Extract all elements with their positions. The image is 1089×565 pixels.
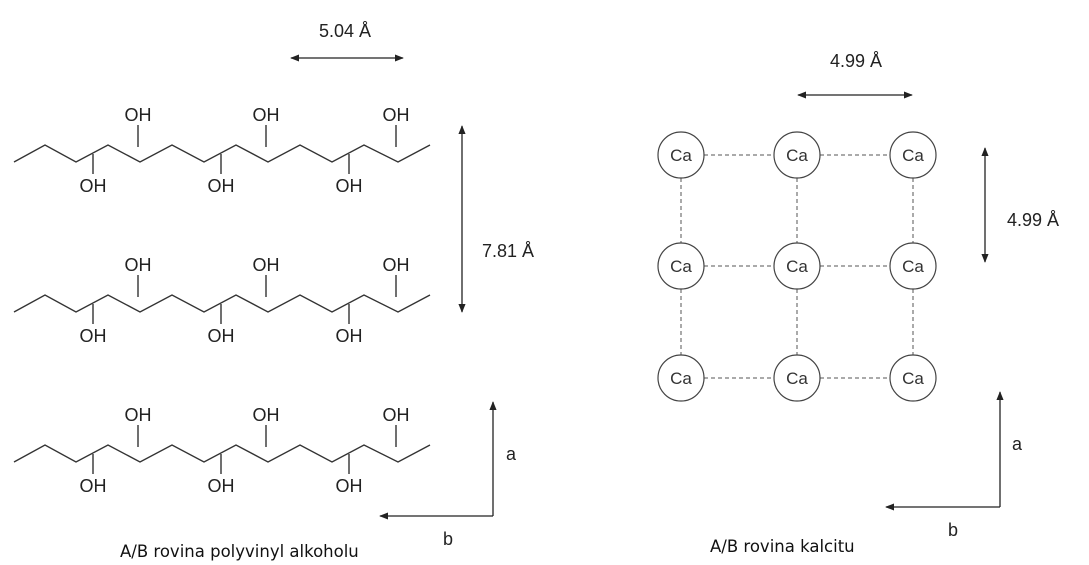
pva-b-spacing-label: 5.04 Å xyxy=(319,21,371,41)
oh-label: OH xyxy=(125,105,152,125)
pva-caption: A/B rovina polyvinyl alkoholu xyxy=(120,542,359,561)
ca-atom xyxy=(773,354,821,402)
oh-label: OH xyxy=(208,176,235,196)
pva-backbone xyxy=(13,444,431,463)
ca-atom xyxy=(889,242,937,290)
ca-atom xyxy=(773,242,821,290)
ca-atom xyxy=(657,242,705,290)
oh-label: OH xyxy=(253,105,280,125)
pva-chains: OH OH OH OH OH OH OH OH OH OH OH OH OH OH OH OH OH OH xyxy=(13,105,431,496)
ca-atom-label: Ca xyxy=(670,369,692,388)
pva-panel: OH OH OH OH OH OH OH OH OH OH OH OH OH OH OH OH OH OH 5.0… xyxy=(13,21,534,561)
oh-label: OH xyxy=(253,405,280,425)
oh-label: OH xyxy=(336,476,363,496)
oh-label: OH xyxy=(208,326,235,346)
oh-label: OH xyxy=(80,476,107,496)
pva-backbone xyxy=(13,294,431,313)
oh-label: OH xyxy=(80,176,107,196)
ca-atom-label: Ca xyxy=(902,146,924,165)
ca-atom-label: Ca xyxy=(902,257,924,276)
oh-label: OH xyxy=(125,255,152,275)
oh-label: OH xyxy=(336,326,363,346)
pva-backbone xyxy=(13,144,431,163)
ca-atom-label: Ca xyxy=(786,369,808,388)
oh-label: OH xyxy=(383,405,410,425)
oh-label: OH xyxy=(80,326,107,346)
ca-atom-label: Ca xyxy=(670,257,692,276)
pva-axis-b-label: b xyxy=(443,529,453,549)
ca-atom-label: Ca xyxy=(902,369,924,388)
oh-label: OH xyxy=(125,405,152,425)
ca-atom-label: Ca xyxy=(670,146,692,165)
ca-atom xyxy=(889,131,937,179)
ca-atom xyxy=(773,131,821,179)
ca-atom xyxy=(657,354,705,402)
oh-label: OH xyxy=(253,255,280,275)
oh-label: OH xyxy=(208,476,235,496)
oh-label: OH xyxy=(336,176,363,196)
calcite-axis-a-label: a xyxy=(1012,434,1023,454)
oh-label: OH xyxy=(383,105,410,125)
ca-atom-label: Ca xyxy=(786,257,808,276)
calcite-axis-b-label: b xyxy=(948,520,958,540)
pva-axis-a-label: a xyxy=(506,444,517,464)
ca-atom xyxy=(657,131,705,179)
calcite-caption: A/B rovina kalcitu xyxy=(710,537,855,556)
ca-atom-label: Ca xyxy=(786,146,808,165)
calcite-a-spacing-label: 4.99 Å xyxy=(1007,210,1059,230)
calcite-b-spacing-label: 4.99 Å xyxy=(830,51,882,71)
pva-a-spacing-label: 7.81 Å xyxy=(482,241,534,261)
oh-label: OH xyxy=(383,255,410,275)
ca-atom xyxy=(889,354,937,402)
